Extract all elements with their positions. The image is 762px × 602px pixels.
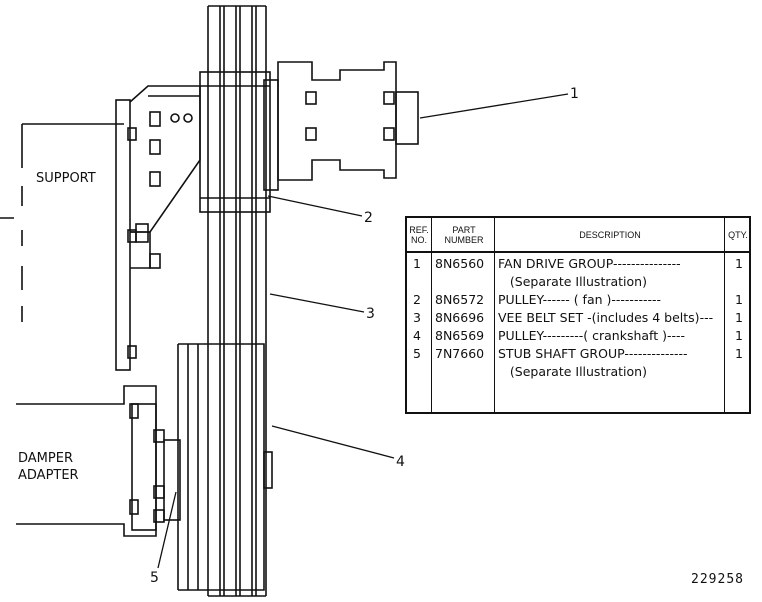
support-outline: [0, 123, 124, 322]
part-number-cell: 8N6560: [435, 256, 485, 271]
description-cell: FAN DRIVE GROUP---------------: [498, 256, 681, 271]
qty-cell: 1: [735, 292, 743, 307]
table-row: (Separate Illustration): [407, 274, 749, 292]
header-description: DESCRIPTION: [579, 229, 641, 240]
table-row: 2 8N6572 PULLEY------ ( fan )----------- 1: [407, 292, 749, 310]
crankshaft-pulley: [177, 343, 273, 591]
header-ref-no: REF. NO.: [409, 224, 429, 245]
description-cell: STUB SHAFT GROUP--------------: [498, 346, 688, 361]
col-divider: [431, 218, 432, 412]
ref-cell: 4: [413, 328, 421, 343]
part-number-cell: 8N6696: [435, 310, 485, 325]
part-number-cell: 7N7660: [435, 346, 485, 361]
callout-3: 3: [366, 306, 375, 322]
fan-pulley: [199, 71, 271, 213]
table-row: 3 8N6696 VEE BELT SET -(includes 4 belts)-…: [407, 310, 749, 328]
qty-cell: 1: [735, 346, 743, 361]
ref-cell: 1: [413, 256, 421, 271]
ref-cell: 3: [413, 310, 421, 325]
ref-cell: 2: [413, 292, 421, 307]
description-cell: VEE BELT SET -(includes 4 belts)---: [498, 310, 714, 325]
vee-belt-set: [207, 5, 267, 597]
callout-2: 2: [364, 210, 373, 226]
description-cell: PULLEY------ ( fan )-----------: [498, 292, 662, 307]
part-number-cell: 8N6572: [435, 292, 485, 307]
table-row: 4 8N6569 PULLEY---------( crankshaft )----…: [407, 328, 749, 346]
header-part-number: PART NUMBER: [444, 224, 484, 245]
ref-cell: 5: [413, 346, 421, 361]
qty-cell: 1: [735, 310, 743, 325]
col-divider: [494, 218, 495, 412]
callout-4: 4: [396, 454, 405, 470]
leader-lines: [157, 93, 569, 569]
support-bolts: [127, 111, 193, 359]
table-row: 5 7N7660 STUB SHAFT GROUP-------------- 1: [407, 346, 749, 364]
qty-cell: 1: [735, 328, 743, 343]
description-cell: (Separate Illustration): [498, 274, 647, 289]
damper-adapter: [16, 385, 165, 537]
support-label: SUPPORT: [36, 171, 96, 186]
drawing-number: 229258: [691, 572, 744, 587]
callout-1: 1: [570, 86, 579, 102]
table-row: (Separate Illustration): [407, 364, 749, 382]
callout-5: 5: [150, 570, 159, 586]
qty-cell: 1: [735, 256, 743, 271]
fan-drive-group: [263, 61, 419, 191]
table-row: 1 8N6560 FAN DRIVE GROUP--------------- 1: [407, 256, 749, 274]
adapter-label: ADAPTER: [18, 468, 79, 483]
description-cell: PULLEY---------( crankshaft )----: [498, 328, 686, 343]
stub-shaft-group: [163, 439, 181, 521]
part-number-cell: 8N6569: [435, 328, 485, 343]
damper-label: DAMPER: [18, 451, 73, 466]
description-cell: (Separate Illustration): [498, 364, 647, 379]
header-qty: QTY.: [728, 229, 748, 240]
col-divider: [724, 218, 725, 412]
table-header: REF. NO. PART NUMBER DESCRIPTION QTY.: [407, 218, 749, 253]
